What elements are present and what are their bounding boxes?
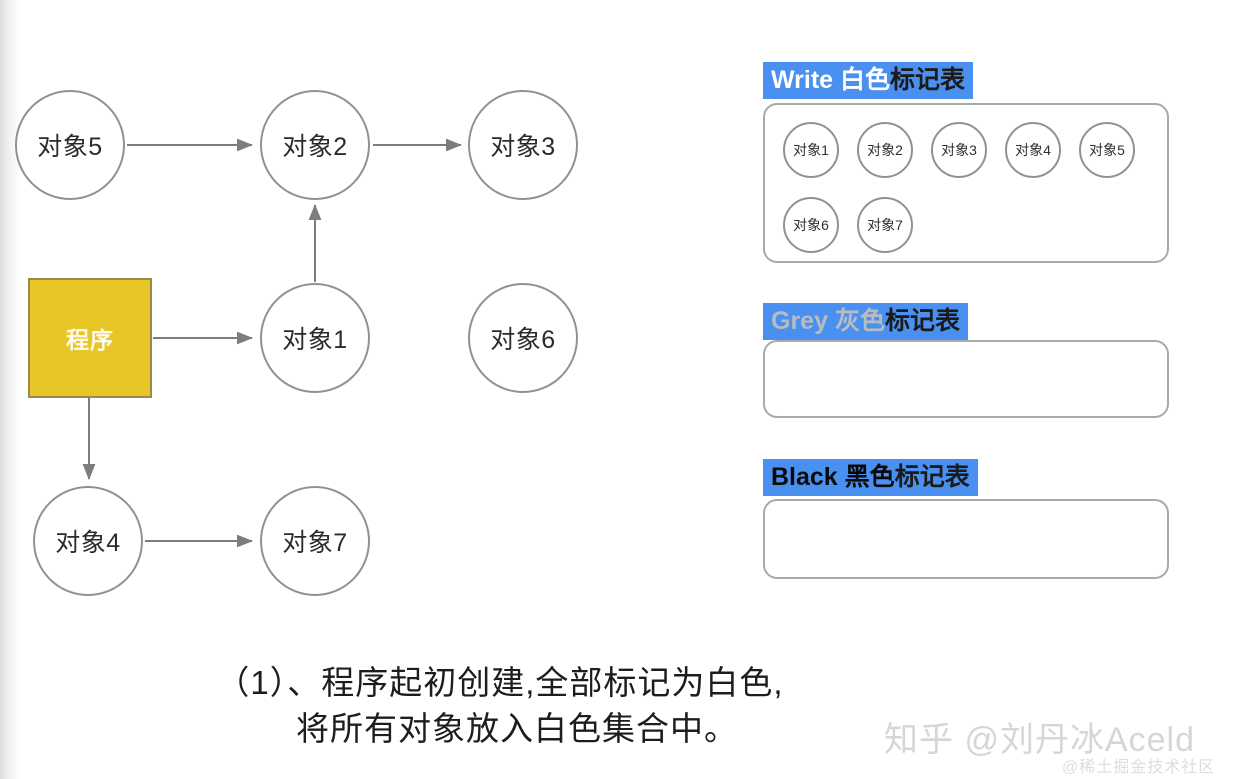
grey-title-en: Grey	[771, 307, 828, 335]
graph-node-obj2-label: 对象2	[282, 133, 348, 161]
graph-node-obj7[interactable]: 对象7	[260, 486, 370, 596]
slide-caption: （1）、程序起初创建,全部标记为白色, 将所有对象放入白色集合中。	[0, 660, 1000, 751]
black-mark-table-title: Black 黑色标记表	[763, 459, 978, 496]
white-chip-obj6[interactable]: 对象6	[783, 197, 839, 253]
graph-node-obj1-label: 对象1	[282, 326, 348, 354]
graph-node-obj3[interactable]: 对象3	[468, 90, 578, 200]
white-chip-obj2[interactable]: 对象2	[857, 122, 913, 178]
caption-line-2: 将所有对象放入白色集合中。	[296, 709, 738, 747]
graph-node-obj6[interactable]: 对象6	[468, 283, 578, 393]
graph-node-obj1[interactable]: 对象1	[260, 283, 370, 393]
white-title-en: Write	[771, 66, 834, 94]
white-chip-obj5[interactable]: 对象5	[1079, 122, 1135, 178]
graph-edge-layer	[82, 138, 462, 548]
watermark-author: 知乎 @刘丹冰Aceld	[884, 721, 1196, 759]
white-chip-obj3[interactable]: 对象3	[931, 122, 987, 178]
object-reference-graph: 对象5 对象2 对象3 程序 对象1 对象6 对象4 对象7	[0, 0, 640, 640]
white-chip-obj1-label: 对象1	[793, 142, 829, 158]
white-chip-obj2-label: 对象2	[867, 142, 903, 158]
graph-node-obj5-label: 对象5	[37, 133, 103, 161]
white-chip-obj1[interactable]: 对象1	[783, 122, 839, 178]
graph-node-obj3-label: 对象3	[490, 133, 556, 161]
black-title-tail: 标记表	[894, 463, 970, 491]
graph-node-obj4[interactable]: 对象4	[33, 486, 143, 596]
white-chip-obj6-label: 对象6	[793, 217, 829, 233]
black-title-en: Black	[771, 463, 838, 491]
watermark-platform: @稀土掘金技术社区	[1062, 759, 1216, 776]
white-chip-obj7-label: 对象7	[867, 217, 903, 233]
white-chip-obj4-label: 对象4	[1015, 142, 1051, 158]
graph-node-obj6-label: 对象6	[490, 326, 556, 354]
graph-node-program[interactable]: 程序	[28, 278, 152, 398]
white-chip-obj7[interactable]: 对象7	[857, 197, 913, 253]
graph-node-obj7-label: 对象7	[282, 529, 348, 557]
grey-title-color: 灰色	[834, 307, 885, 335]
white-title-color: 白色	[840, 66, 891, 94]
black-title-color: 黑色	[844, 463, 895, 491]
grey-mark-table-title: Grey 灰色标记表	[763, 303, 968, 340]
white-chip-obj3-label: 对象3	[941, 142, 977, 158]
white-mark-table-box[interactable]: 对象1 对象2 对象3 对象4 对象5 对象6 对象7	[763, 103, 1169, 263]
black-mark-table-box[interactable]	[763, 499, 1169, 579]
graph-node-obj2[interactable]: 对象2	[260, 90, 370, 200]
caption-line-1: （1）、程序起初创建,全部标记为白色,	[216, 664, 784, 701]
white-title-tail: 标记表	[890, 66, 966, 94]
white-mark-table-title: Write 白色标记表	[763, 62, 974, 99]
white-chip-obj4[interactable]: 对象4	[1005, 122, 1061, 178]
grey-title-tail: 标记表	[884, 307, 960, 335]
graph-node-program-label: 程序	[66, 327, 114, 353]
grey-mark-table-box[interactable]	[763, 340, 1169, 418]
graph-node-obj4-label: 对象4	[55, 529, 121, 557]
graph-node-obj5[interactable]: 对象5	[15, 90, 125, 200]
white-chip-obj5-label: 对象5	[1089, 142, 1125, 158]
